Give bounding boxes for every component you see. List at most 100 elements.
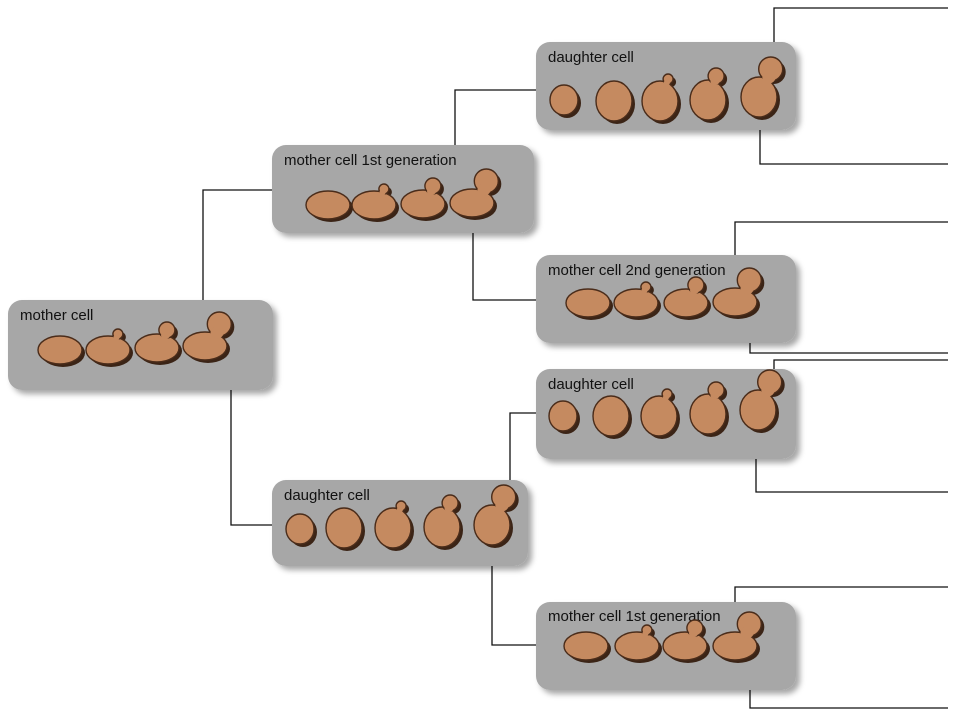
cell-body: [305, 190, 351, 220]
bud-neck: [210, 326, 224, 339]
cell-body: [473, 504, 511, 546]
yeast-cell-growing: [325, 507, 365, 551]
yeast-cell-unbudded: [565, 288, 613, 320]
panel-label: daughter cell: [548, 376, 634, 393]
panel-d3: daughter cell: [272, 480, 528, 566]
cell-body: [640, 395, 678, 437]
cell-body: [689, 79, 727, 121]
bud-neck: [710, 77, 720, 86]
cell-body: [449, 188, 495, 218]
yeast-cell-medium-bud: [689, 67, 729, 123]
panel-m1b: mother cell 1st generation: [536, 602, 796, 690]
yeast-cell-medium-bud: [689, 381, 729, 437]
cell-body: [613, 288, 659, 318]
connector-m1-to-d1: [454, 89, 536, 145]
yeast-cell-medium-bud: [134, 321, 182, 365]
yeast-cell-medium-bud: [663, 276, 711, 320]
cell-body: [400, 189, 446, 219]
yeast-cell-unbudded: [563, 631, 611, 663]
yeast-cell-small: [285, 513, 317, 547]
panel-label: mother cell 2nd generation: [548, 262, 726, 279]
connector-d2-out-top: [773, 359, 948, 369]
bud-neck: [740, 626, 754, 639]
panel-label: daughter cell: [548, 49, 634, 66]
connector-d3-to-m1b: [491, 566, 538, 646]
cell-body: [662, 631, 708, 661]
bud-neck: [642, 630, 649, 637]
yeast-cell-medium-bud: [662, 619, 710, 663]
cell-body: [739, 389, 777, 431]
yeast-cell-unbudded: [37, 335, 85, 367]
bud-neck: [641, 287, 648, 294]
yeast-cell-growing: [595, 80, 635, 124]
cell-body: [663, 288, 709, 318]
cell-body: [374, 507, 412, 549]
yeast-cell-small-bud: [351, 183, 399, 222]
bud-neck: [740, 282, 754, 295]
cell-body: [595, 80, 633, 122]
cell-body: [182, 331, 228, 361]
yeast-cell-small-bud: [641, 73, 681, 124]
yeast-cell-large-bud: [473, 484, 519, 548]
yeast-cell-large-bud: [449, 168, 502, 220]
cell-body: [548, 400, 578, 432]
yeast-cell-unbudded: [305, 190, 353, 222]
cell-body: [712, 287, 758, 317]
connector-lines: [202, 7, 948, 709]
panel-label: mother cell 1st generation: [548, 608, 721, 625]
yeast-cell-large-bud: [712, 611, 765, 663]
cell-body: [563, 631, 609, 661]
yeast-cell-large-bud: [182, 311, 235, 363]
connector-m2-out-top: [734, 221, 948, 255]
bud-neck: [690, 286, 699, 295]
bud-neck: [761, 384, 775, 397]
panels: mother cell mother cell 1st generation dau…: [8, 42, 796, 690]
cell-body: [592, 395, 630, 437]
bud-neck: [161, 331, 170, 340]
cell-body: [85, 335, 131, 365]
cell-body: [325, 507, 363, 549]
bud-neck: [444, 504, 454, 513]
yeast-cell-medium-bud: [400, 177, 448, 221]
yeast-cell-small: [548, 400, 580, 434]
yeast-cell-large-bud: [740, 56, 786, 120]
cell-body: [134, 333, 180, 363]
bud-neck: [427, 187, 436, 196]
panel-label: mother cell: [20, 307, 93, 324]
connector-mother-to-m1: [202, 189, 274, 300]
bud-neck: [663, 79, 670, 86]
bud-neck: [379, 189, 386, 196]
connector-d1-out-bottom: [759, 128, 948, 165]
cell-body: [614, 631, 660, 661]
connector-m2-out-bottom: [749, 342, 948, 354]
connector-d1-out-top: [773, 7, 948, 42]
bud-neck: [662, 394, 669, 401]
yeast-cell-small-bud: [85, 328, 133, 367]
panel-mother: mother cell: [8, 300, 273, 390]
panel-label: mother cell 1st generation: [284, 152, 457, 169]
panel-m1: mother cell 1st generation: [272, 145, 534, 233]
cell-body: [565, 288, 611, 318]
yeast-cell-small-bud: [614, 624, 662, 663]
cell-body: [285, 513, 315, 545]
connector-mother-to-d3: [230, 390, 274, 526]
yeast-cell-growing: [592, 395, 632, 439]
cell-body: [712, 631, 758, 661]
cell-body: [351, 190, 397, 220]
connector-m1b-out-bottom: [749, 688, 948, 709]
cell-body: [37, 335, 83, 365]
bud-neck: [762, 71, 776, 84]
cell-body: [689, 393, 727, 435]
connector-d2-out-bottom: [755, 458, 948, 493]
cell-body: [423, 506, 461, 548]
cell-body: [549, 84, 579, 116]
bud-neck: [396, 506, 403, 513]
connector-d3-to-d2: [509, 412, 538, 480]
yeast-cell-large-bud: [712, 267, 765, 319]
yeast-cell-small-bud: [374, 500, 414, 551]
panel-d2: daughter cell: [536, 369, 796, 459]
panel-label: daughter cell: [284, 487, 370, 504]
cell-body: [740, 76, 778, 118]
bud-neck: [477, 183, 491, 196]
